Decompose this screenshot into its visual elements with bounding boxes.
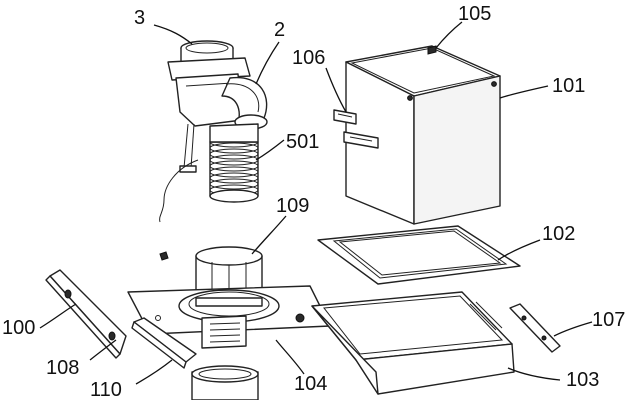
- leader-3: [153, 24, 193, 45]
- leader-105: [435, 21, 463, 49]
- leader-2: [255, 41, 280, 85]
- callout-100: 100: [2, 317, 36, 339]
- callout-3: 3: [134, 7, 146, 29]
- callout-106: 106: [292, 47, 326, 69]
- leader-109: [251, 215, 287, 255]
- fan-assembly: [159, 40, 268, 223]
- lower-tray: [311, 291, 515, 395]
- callout-2: 2: [274, 19, 286, 41]
- callout-105: 105: [458, 3, 492, 25]
- callout-103: 103: [566, 369, 600, 391]
- callout-101: 101: [552, 75, 586, 97]
- callout-110: 110: [90, 379, 122, 400]
- leader-101: [499, 85, 549, 99]
- leader-103: [507, 367, 561, 381]
- callout-102: 102: [542, 223, 576, 245]
- upper-box: [333, 45, 501, 225]
- callout-104: 104: [294, 373, 328, 395]
- leader-106: [325, 67, 347, 113]
- callout-501: 501: [286, 131, 320, 153]
- latch-bracket: [509, 303, 561, 353]
- leader-110: [135, 359, 173, 385]
- leader-108: [89, 339, 117, 361]
- callout-109: 109: [276, 195, 310, 217]
- side-plate: [45, 269, 127, 359]
- angle-rail: [131, 317, 197, 369]
- leader-104: [275, 339, 305, 375]
- mounting-plate: [127, 285, 331, 400]
- leader-501: [255, 139, 285, 161]
- leader-lines: [39, 21, 593, 385]
- leader-102: [497, 239, 541, 261]
- leader-100: [39, 303, 77, 329]
- callout-108: 108: [46, 357, 80, 379]
- leader-107: [553, 321, 593, 337]
- gasket-frame: [317, 225, 521, 285]
- callout-107: 107: [592, 309, 626, 331]
